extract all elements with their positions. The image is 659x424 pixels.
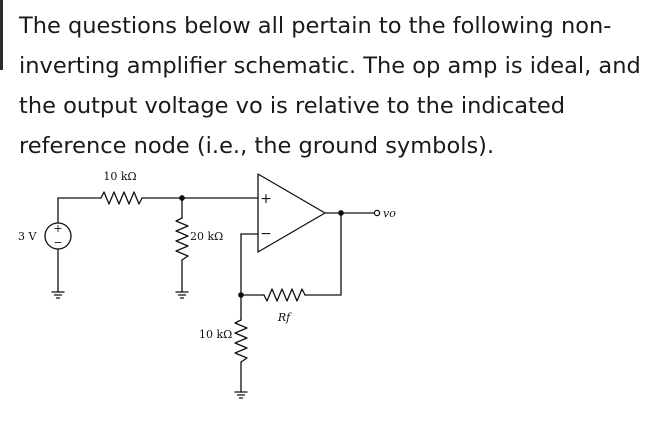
question-text: The questions below all pertain to the f… — [19, 13, 641, 159]
source-voltage-label: 3 V — [18, 230, 37, 243]
resistor-feedback-rf-label: Rf — [277, 311, 292, 324]
op-amp: + − — [257, 173, 326, 253]
voltage-source: + − 3 V — [18, 197, 72, 293]
left-accent-bar — [0, 0, 3, 70]
ground-symbol-shunt — [175, 291, 189, 299]
output-voltage-label: vo — [383, 207, 396, 220]
resistor-ground-10k — [234, 319, 248, 363]
resistor-shunt-20k — [175, 217, 189, 261]
ground-symbol-source — [51, 291, 65, 299]
source-plus-sign: + — [53, 222, 62, 235]
op-amp-plus-sign: + — [260, 191, 272, 207]
source-minus-sign: − — [53, 236, 62, 249]
resistor-series-10k-label: 10 kΩ — [103, 170, 136, 183]
resistor-ground-10k-label: 10 kΩ — [199, 328, 232, 341]
output-terminal — [373, 209, 381, 217]
resistor-shunt-20k-label: 20 kΩ — [190, 230, 223, 243]
ground-symbol-feedback — [234, 391, 248, 399]
resistor-series-10k — [100, 191, 143, 205]
op-amp-minus-sign: − — [260, 226, 272, 242]
resistor-feedback-rf — [263, 288, 306, 302]
